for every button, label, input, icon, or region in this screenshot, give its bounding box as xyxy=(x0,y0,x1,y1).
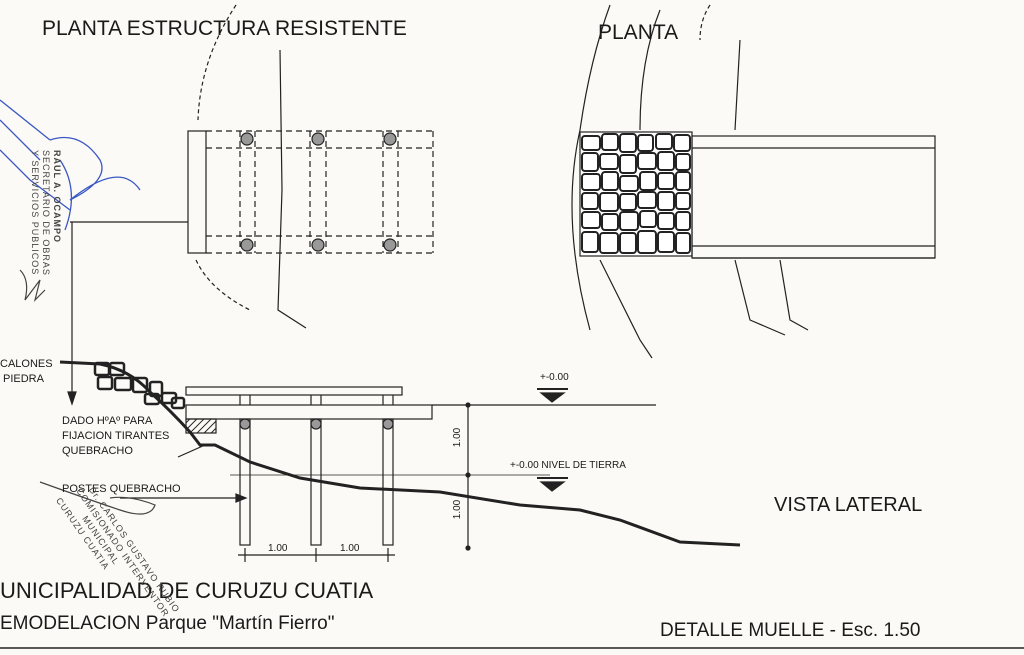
signature-marks xyxy=(0,99,141,231)
project-title: EMODELACION Parque "Martín Fierro" xyxy=(0,613,335,634)
sheet-title: DETALLE MUELLE - Esc. 1.50 xyxy=(660,620,921,641)
label-piedra: PIEDRA xyxy=(3,373,44,385)
level-ground: +-0.00 NIVEL DE TIERRA xyxy=(510,460,626,471)
level-water: +-0.00 xyxy=(540,372,569,383)
label-dado-3: QUEBRACHO xyxy=(62,445,133,457)
signature-marks-dark xyxy=(19,269,156,515)
label-escalones: CALONES xyxy=(0,358,53,370)
title-side-view: VISTA LATERAL xyxy=(774,494,923,516)
title-plan-structure: PLANTA ESTRUCTURA RESISTENTE xyxy=(42,17,407,40)
municipality-title: UNICIPALIDAD DE CURUZU CUATIA xyxy=(0,578,374,603)
label-dado-2: FIJACION TIRANTES xyxy=(62,430,170,442)
side-view-drawing xyxy=(59,360,741,562)
dim-vertical-2: 1.00 xyxy=(452,499,464,520)
dim-horizontal-2: 1.00 xyxy=(340,543,360,554)
dim-vertical-1: 1.00 xyxy=(452,427,464,448)
plan-drawing xyxy=(571,4,936,359)
label-postes: POSTES QUEBRACHO xyxy=(62,483,181,495)
label-dado-1: DADO HºAº PARA xyxy=(62,415,153,427)
plan-structure-drawing xyxy=(67,4,434,406)
title-plan: PLANTA xyxy=(598,21,679,44)
dim-horizontal-1: 1.00 xyxy=(268,543,288,554)
